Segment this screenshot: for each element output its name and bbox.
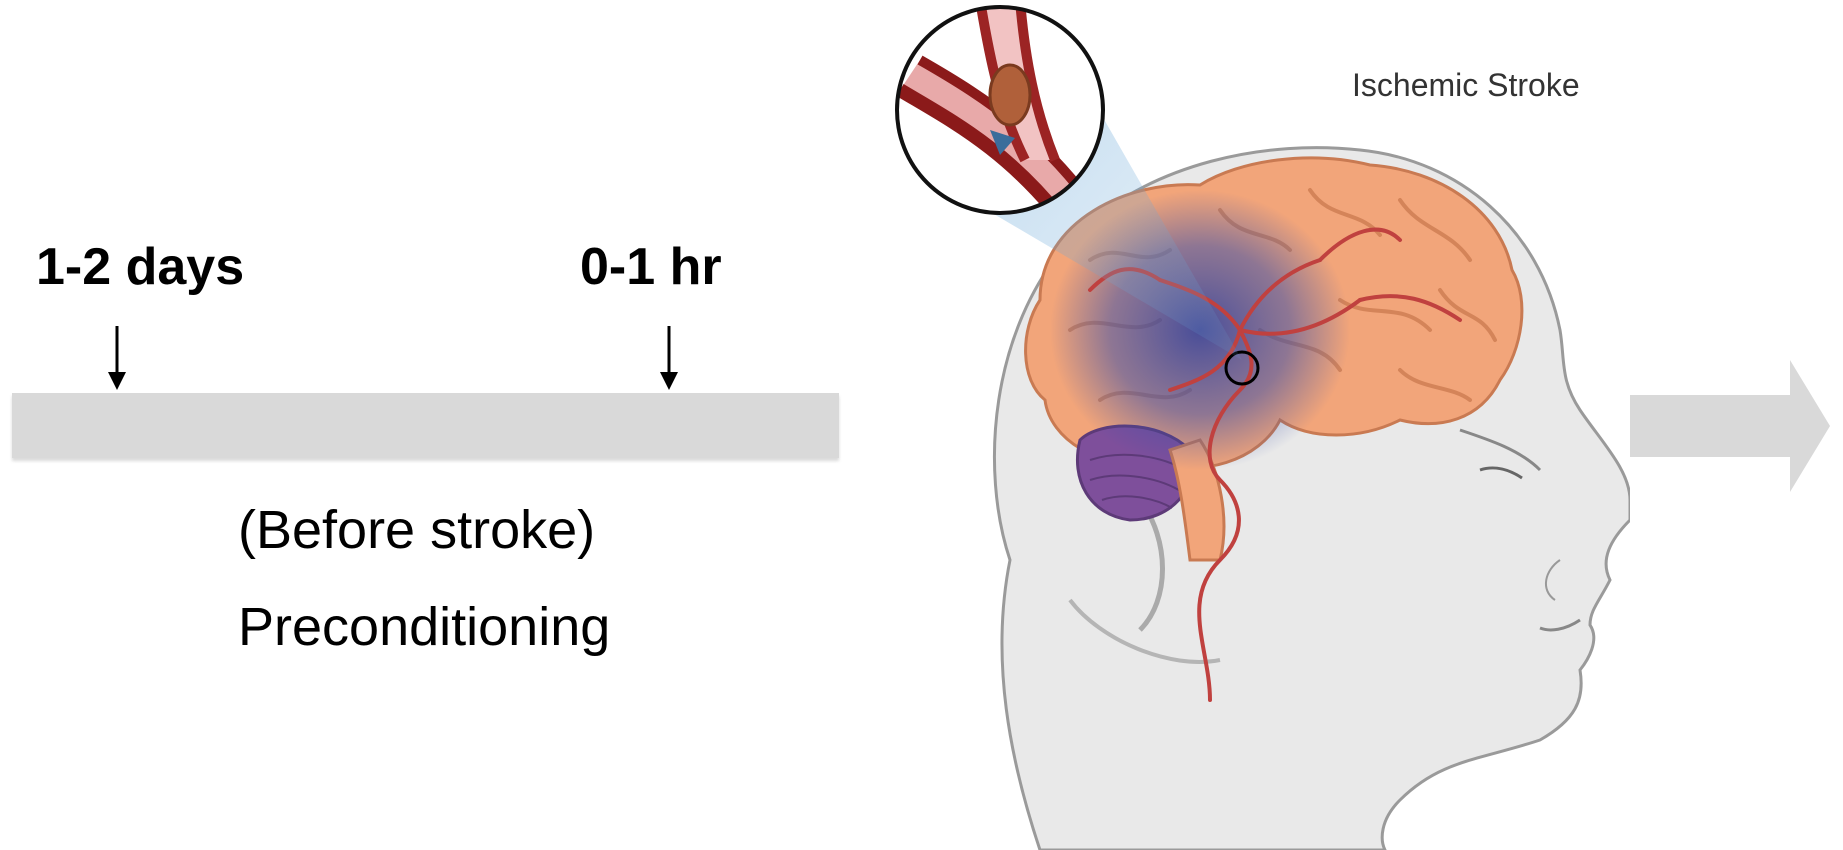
timeline-mark-label-1-2-days: 1-2 days bbox=[36, 241, 244, 293]
timeline-bar bbox=[12, 393, 839, 458]
timeline-mark-label-0-1-hr: 0-1 hr bbox=[580, 241, 722, 293]
phase-name: Preconditioning bbox=[238, 600, 610, 654]
down-arrow-icon bbox=[104, 326, 130, 392]
head-profile-drawing bbox=[840, 0, 1630, 850]
illustration-title: Ischemic Stroke bbox=[1352, 67, 1580, 104]
phase-label: (Before stroke) bbox=[238, 503, 595, 557]
arrow-right-icon bbox=[1630, 360, 1830, 492]
down-arrow-icon bbox=[656, 326, 682, 392]
